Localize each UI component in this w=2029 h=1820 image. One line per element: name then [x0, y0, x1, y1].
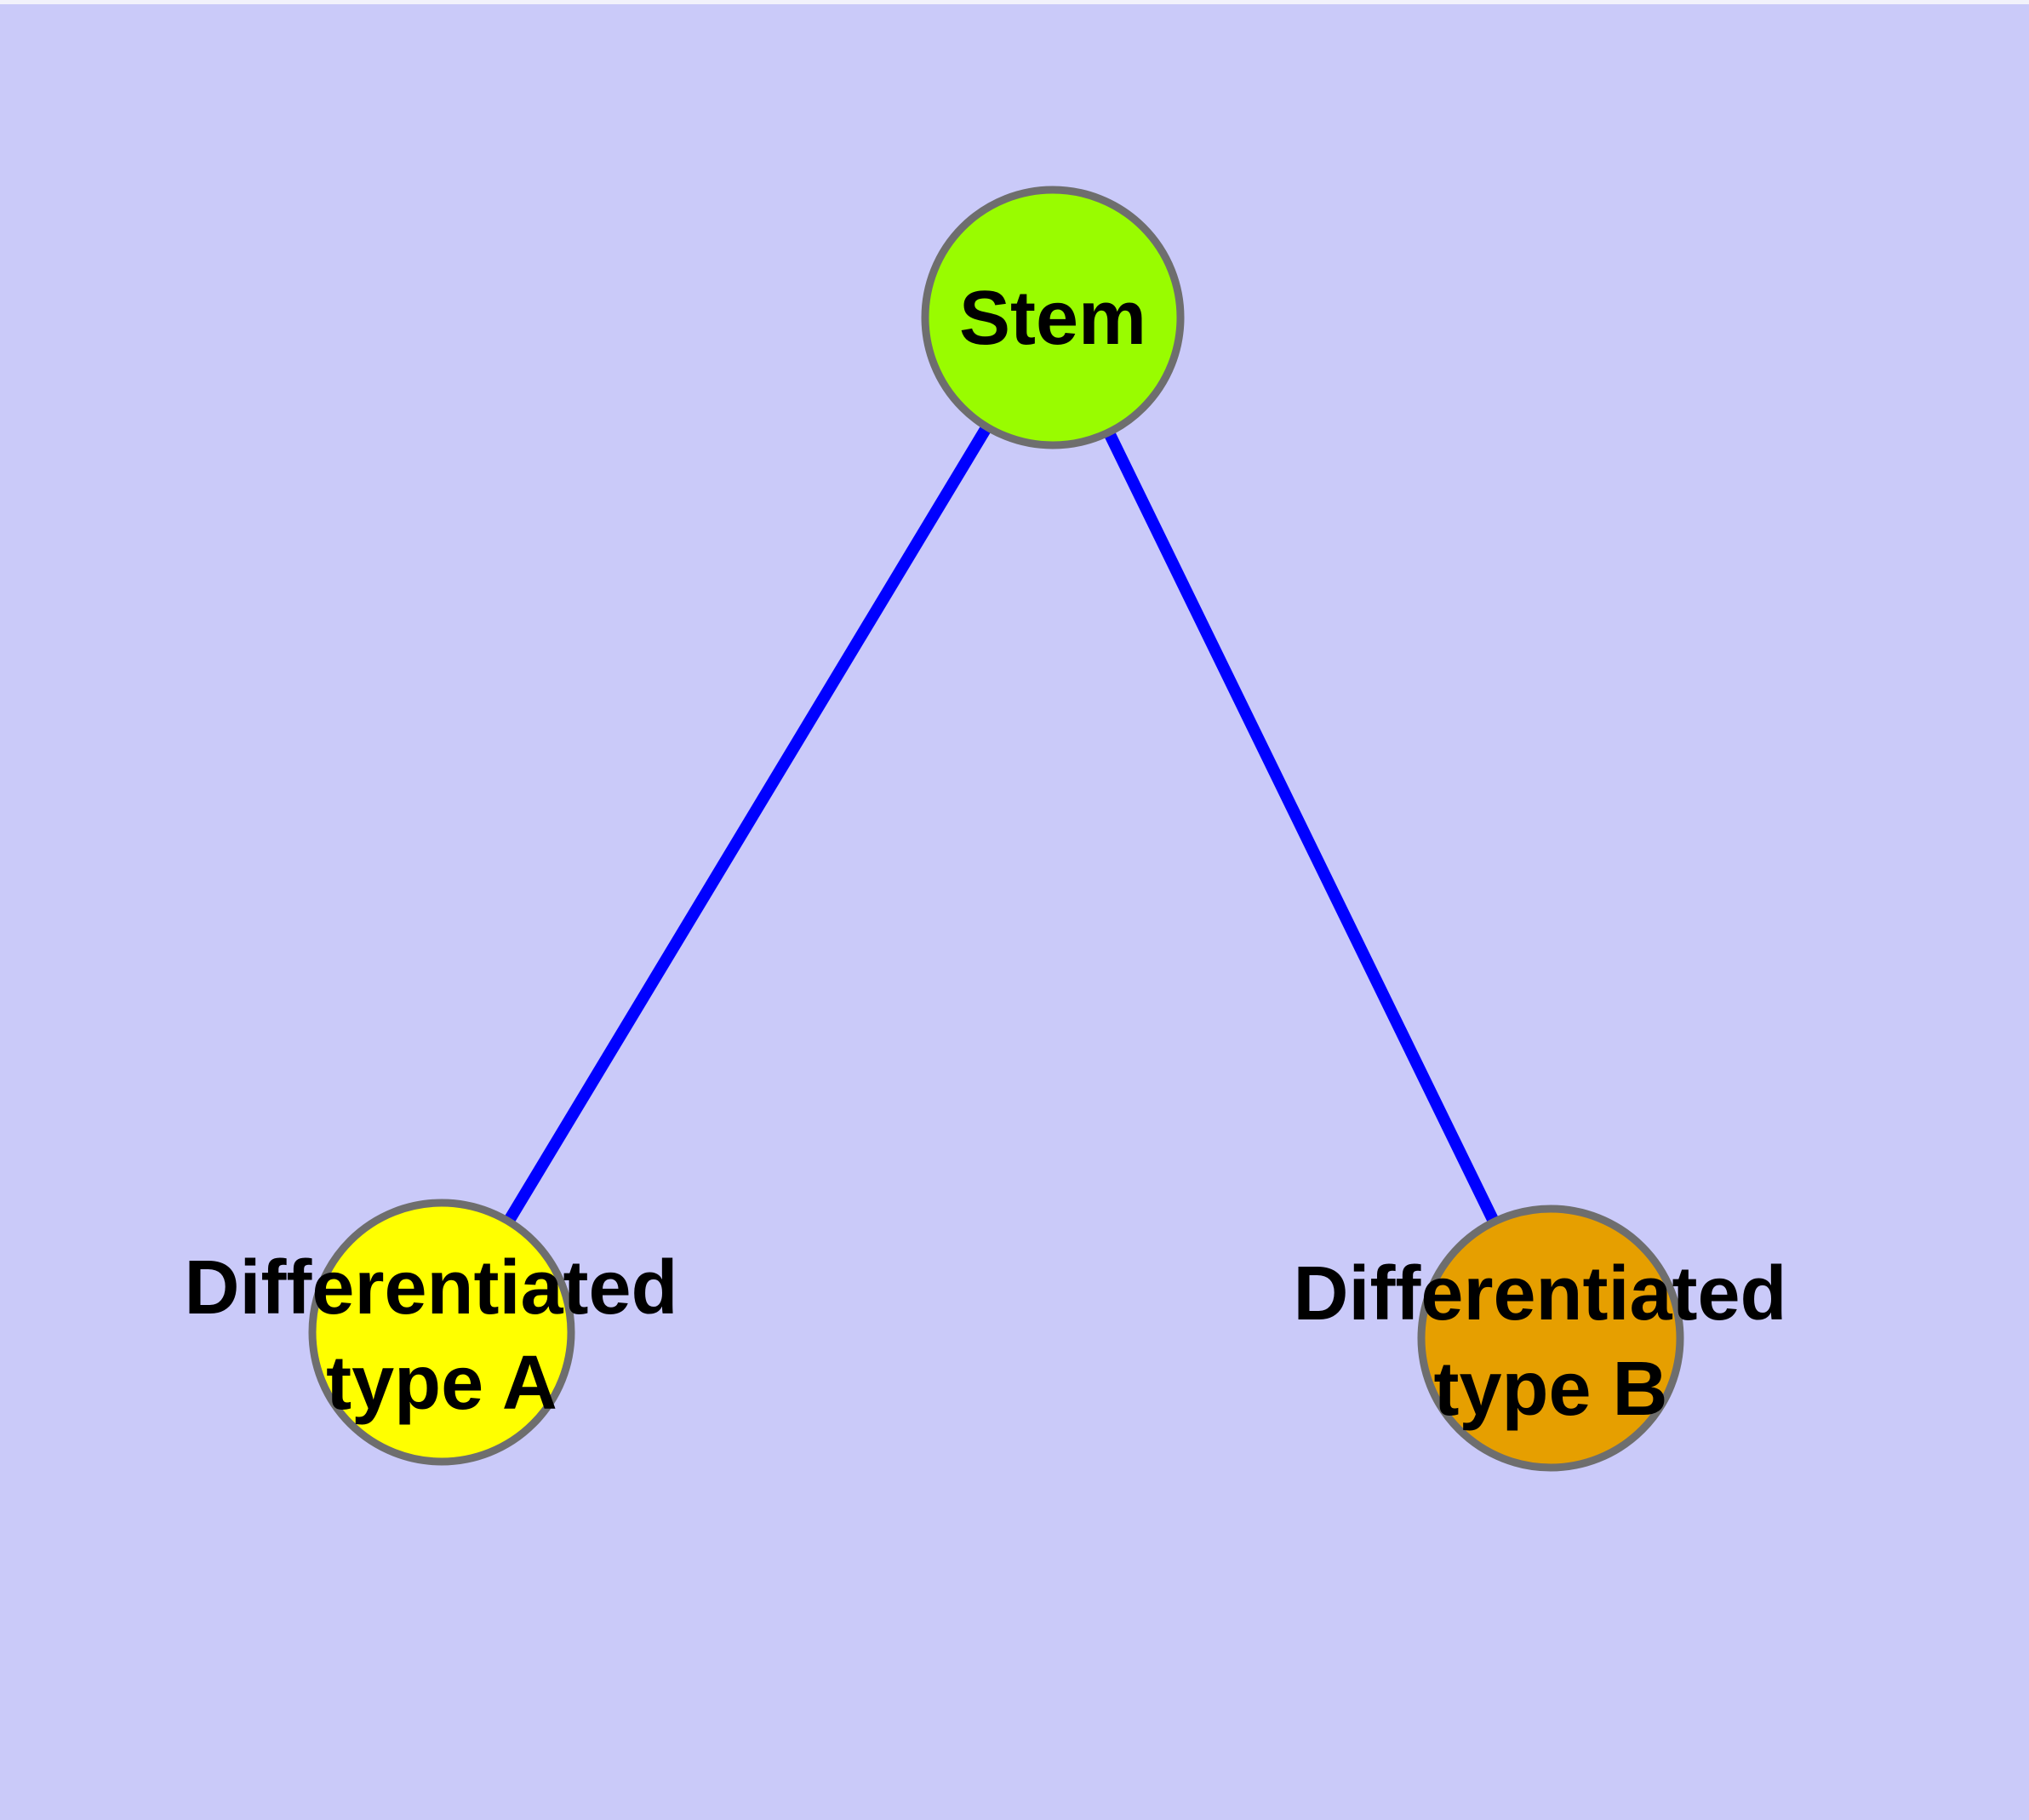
node-type-b-label: Differentiated type B — [1293, 1251, 1808, 1432]
edge-stem-to-type-b — [1047, 314, 1557, 1342]
node-differentiated-type-b — [1417, 1205, 1684, 1472]
node-stem-label: Stem — [959, 276, 1146, 361]
node-differentiated-type-a — [308, 1199, 575, 1466]
node-type-b-label-line2: type B — [1433, 1347, 1667, 1432]
node-type-a-label-line2: type A — [326, 1341, 557, 1426]
node-type-a-label: Differentiated type A — [184, 1245, 699, 1426]
node-type-a-label-line1: Differentiated — [184, 1245, 677, 1331]
edge-stem-to-type-a — [437, 314, 1058, 1336]
node-stem — [921, 186, 1185, 449]
top-edge-strip — [0, 0, 2029, 4]
node-type-b-label-line1: Differentiated — [1293, 1251, 1786, 1336]
